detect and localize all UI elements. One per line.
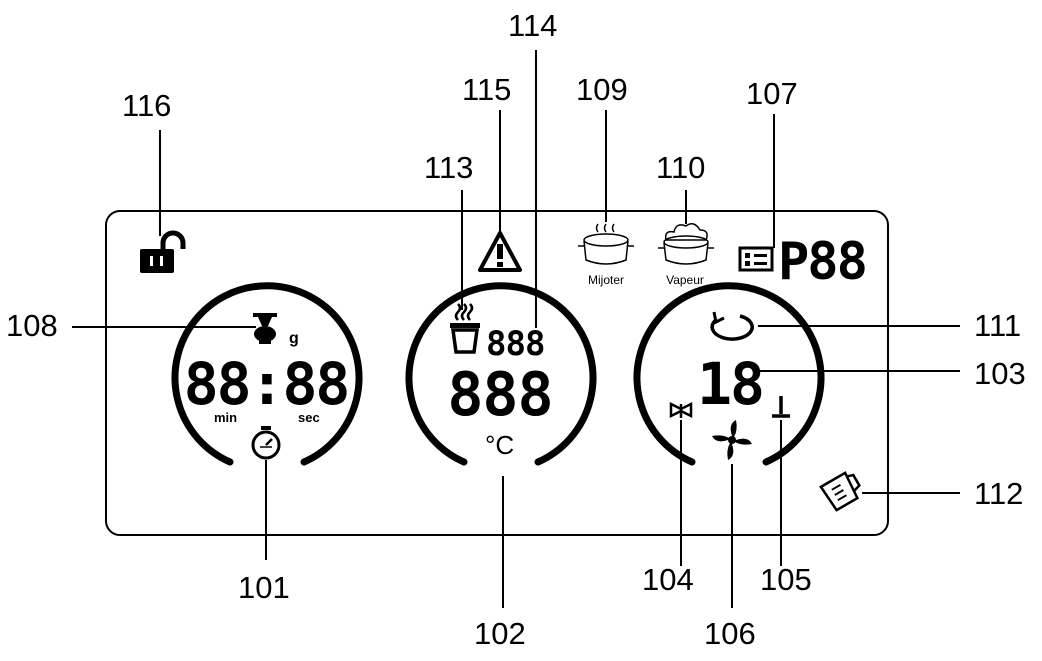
ref-111: 111 — [974, 308, 1022, 343]
mijoter-label: Mijoter — [588, 273, 624, 287]
speed-ring — [633, 282, 825, 466]
scale-icon — [253, 313, 277, 344]
steamer-icon — [658, 223, 714, 265]
timer-icon — [251, 426, 281, 460]
steam-cup-icon — [450, 303, 480, 354]
whisk-icon — [772, 396, 790, 418]
rotation-icon — [710, 311, 754, 341]
ref-115: 115 — [462, 72, 512, 107]
weight-unit-g: g — [289, 330, 299, 347]
temperature-top-digits: 888 — [486, 324, 544, 364]
ref-102: 102 — [474, 616, 526, 651]
measuring-cup-icon — [819, 471, 861, 512]
leader-lines — [72, 50, 960, 608]
ref-114: 114 — [508, 8, 558, 43]
unit-min: min — [214, 410, 237, 425]
ref-103: 103 — [974, 356, 1026, 391]
timer-ring — [171, 282, 363, 466]
pot-icon — [578, 223, 634, 265]
lcd-panel — [105, 210, 889, 536]
ref-106: 106 — [704, 616, 756, 651]
ref-116: 116 — [122, 88, 172, 123]
speed-digits: 18 — [697, 350, 763, 418]
temperature-ring — [405, 282, 597, 466]
ref-108: 108 — [6, 308, 58, 343]
fan-icon — [712, 420, 752, 460]
unlock-icon — [140, 230, 186, 273]
program-list-icon — [738, 246, 774, 272]
ref-109: 109 — [576, 72, 628, 107]
vapeur-label: Vapeur — [666, 273, 704, 287]
unit-sec: sec — [298, 410, 320, 425]
ref-107: 107 — [746, 76, 798, 111]
program-digits: P88 — [778, 232, 866, 292]
warning-icon — [478, 231, 522, 272]
ref-112: 112 — [974, 476, 1024, 511]
ref-105: 105 — [760, 562, 812, 597]
timer-digits: 88:88 — [184, 350, 349, 418]
ref-104: 104 — [642, 562, 694, 597]
ref-101: 101 — [238, 570, 290, 605]
spatula-icon — [669, 401, 693, 419]
temperature-main-digits: 888 — [447, 360, 552, 430]
temperature-unit: °C — [485, 430, 514, 460]
ref-110: 110 — [656, 150, 706, 185]
ref-113: 113 — [424, 150, 474, 185]
